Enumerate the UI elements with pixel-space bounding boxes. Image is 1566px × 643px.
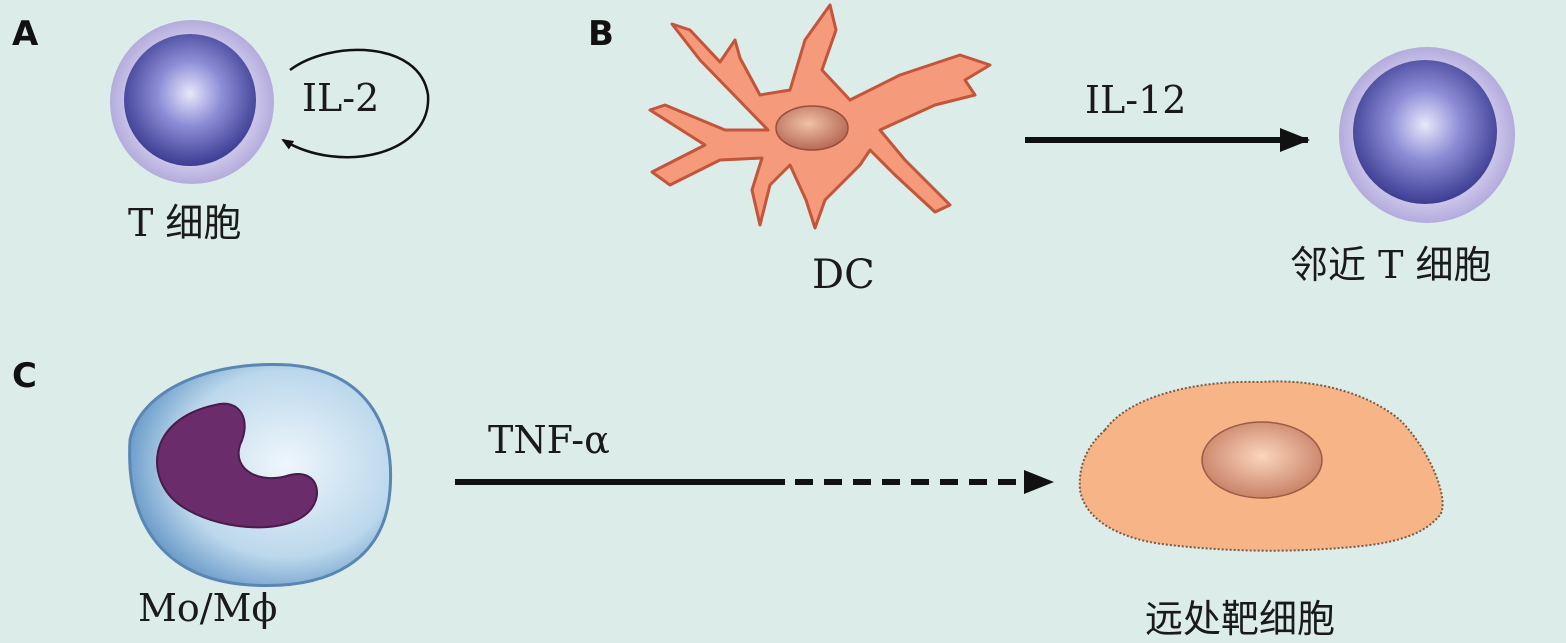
dendritic-cell bbox=[650, 5, 990, 228]
t-cell-b bbox=[1339, 47, 1515, 223]
monocyte bbox=[130, 364, 391, 585]
il2-label: IL-2 bbox=[302, 76, 379, 120]
target-cell bbox=[1080, 381, 1443, 550]
adjacent-t-cell-label: 邻近 T 细胞 bbox=[1290, 234, 1492, 289]
panel-letter-c: C bbox=[12, 356, 37, 396]
panel-letter-b: B bbox=[588, 14, 614, 54]
tnf-alpha-label: TNF-α bbox=[488, 418, 610, 462]
il12-label: IL-12 bbox=[1085, 78, 1186, 122]
panel-letter-a: A bbox=[12, 14, 38, 54]
t-cell-label: T 细胞 bbox=[128, 192, 241, 247]
mo-m-phi-label: Mo/Mϕ bbox=[138, 586, 277, 630]
distant-target-cell-label: 远处靶细胞 bbox=[1145, 588, 1335, 643]
t-cell-a bbox=[110, 20, 274, 184]
dc-label: DC bbox=[812, 252, 875, 298]
